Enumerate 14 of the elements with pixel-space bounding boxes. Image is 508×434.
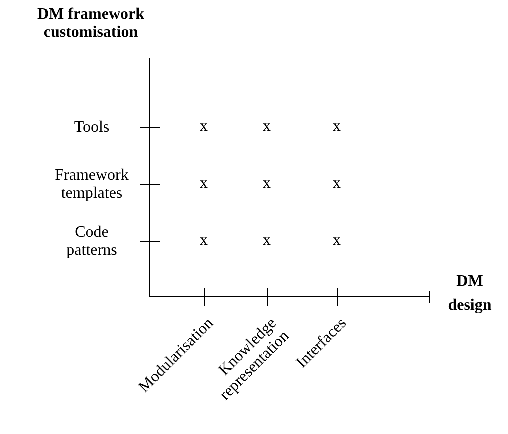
matrix-mark: x — [263, 232, 271, 250]
matrix-mark: x — [263, 118, 271, 136]
row-label: Framework templates — [54, 167, 130, 203]
matrix-mark: x — [333, 232, 341, 250]
axis-title: DM design — [447, 272, 493, 316]
row-label: Tools — [73, 119, 111, 137]
matrix-mark: x — [333, 175, 341, 193]
row-label: Code patterns — [66, 224, 118, 260]
matrix-mark: x — [200, 118, 208, 136]
matrix-mark: x — [263, 175, 271, 193]
matrix-mark: x — [200, 232, 208, 250]
matrix-mark: x — [333, 118, 341, 136]
axis-title: DM framework customisation — [36, 6, 146, 42]
matrix-mark: x — [200, 175, 208, 193]
